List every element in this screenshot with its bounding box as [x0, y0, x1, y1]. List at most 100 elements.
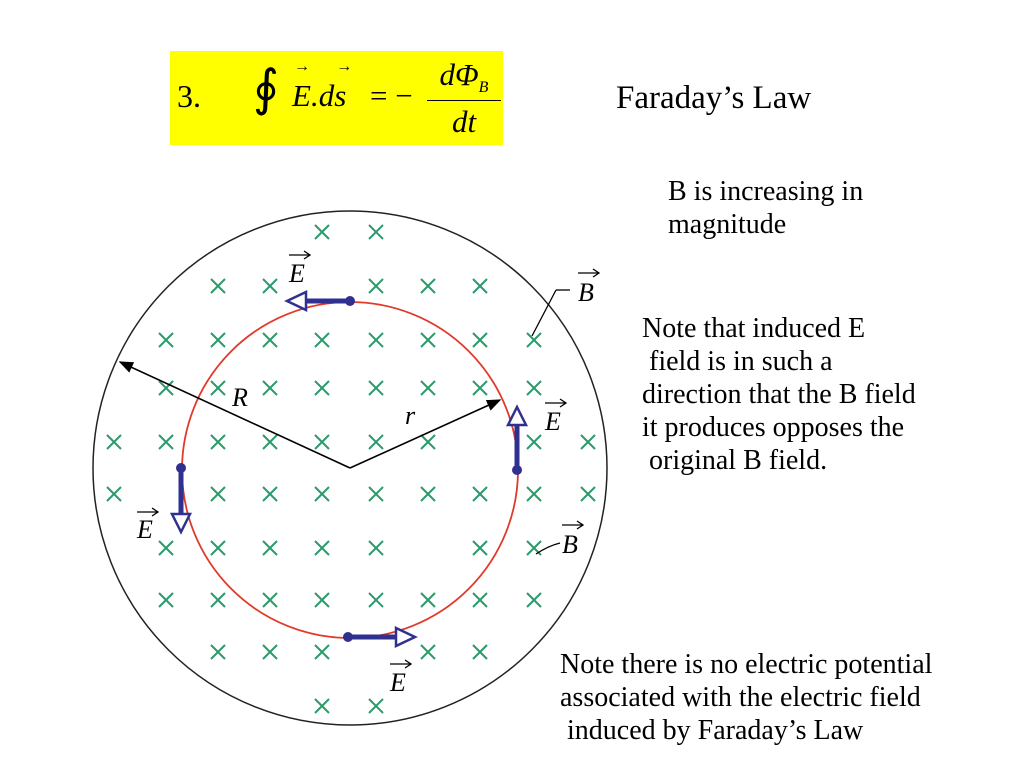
integration-loop — [181, 301, 519, 639]
field-x-mark — [420, 434, 436, 450]
outer-field-region — [92, 210, 608, 726]
note-induced-e: Note that induced E field is in such a d… — [642, 313, 916, 476]
field-x-mark — [368, 434, 384, 450]
field-x-mark — [420, 644, 436, 660]
fraction-denominator: dt — [451, 104, 477, 140]
field-x-mark — [158, 434, 174, 450]
field-x-mark — [314, 698, 330, 714]
field-x-mark — [158, 332, 174, 348]
svg-text:E: E — [136, 515, 153, 544]
svg-text:E: E — [288, 259, 305, 288]
field-x-mark — [262, 644, 278, 660]
field-x-mark — [368, 540, 384, 556]
field-x-mark — [158, 592, 174, 608]
field-x-mark — [314, 332, 330, 348]
equation-number: 3. — [177, 78, 201, 114]
contour-integral-symbol: ∮ — [253, 60, 280, 116]
radius-r-big-arrow — [118, 361, 351, 469]
label-b-upper: B — [531, 268, 601, 337]
field-x-mark — [472, 540, 488, 556]
field-x-mark — [472, 332, 488, 348]
field-x-mark — [368, 278, 384, 294]
field-x-mark — [526, 434, 542, 450]
field-x-mark — [368, 380, 384, 396]
field-x-mark — [314, 380, 330, 396]
field-x-mark — [262, 592, 278, 608]
field-x-mark — [210, 380, 226, 396]
dot-d: .d — [310, 78, 335, 113]
field-x-mark — [472, 644, 488, 660]
e-field-arrow-bottom — [343, 626, 418, 648]
note-b-increasing: B is increasing in magnitude — [668, 176, 864, 240]
label-r-small: r — [405, 401, 416, 430]
fraction-numerator: dΦB — [427, 57, 501, 102]
equation-box: 3. ∮ E.ds = − dΦB dt — [170, 51, 503, 145]
field-x-mark — [262, 540, 278, 556]
field-x-mark — [420, 278, 436, 294]
field-x-mark — [210, 644, 226, 660]
field-x-mark — [368, 224, 384, 240]
field-x-mark — [262, 278, 278, 294]
field-x-mark — [314, 592, 330, 608]
field-x-mark — [158, 540, 174, 556]
field-x-mark — [314, 224, 330, 240]
field-x-mark — [420, 332, 436, 348]
svg-text:E: E — [389, 668, 406, 697]
label-e-left: E — [136, 507, 160, 544]
field-x-mark — [526, 332, 542, 348]
field-x-mark — [314, 644, 330, 660]
radius-r-small-arrow — [349, 399, 502, 469]
field-x-mark — [526, 486, 542, 502]
label-b-lower: B — [535, 520, 585, 559]
field-x-mark — [580, 434, 596, 450]
note-no-potential: Note there is no electric potential asso… — [560, 649, 933, 746]
numerator-text: dΦ — [439, 57, 479, 92]
field-x-mark — [210, 486, 226, 502]
field-x-mark — [472, 380, 488, 396]
field-x-mark — [262, 332, 278, 348]
numerator-subscript: B — [478, 79, 489, 97]
field-x-mark — [472, 592, 488, 608]
field-x-mark — [158, 380, 174, 396]
field-x-mark — [314, 540, 330, 556]
label-r-big: R — [231, 383, 248, 412]
vector-s: s — [334, 58, 352, 114]
label-e-top: E — [288, 250, 312, 288]
svg-text:E: E — [544, 407, 561, 436]
field-x-mark — [368, 698, 384, 714]
field-x-mark — [368, 332, 384, 348]
field-x-mark — [106, 486, 122, 502]
field-x-mark — [526, 380, 542, 396]
svg-text:B: B — [578, 278, 594, 307]
field-x-mark — [472, 278, 488, 294]
e-field-arrow-right — [505, 404, 529, 475]
slide-title: Faraday’s Law — [616, 80, 812, 116]
field-x-mark — [106, 434, 122, 450]
label-e-bottom: E — [389, 659, 413, 697]
field-x-mark — [580, 486, 596, 502]
field-x-mark — [526, 592, 542, 608]
e-field-arrow-top — [284, 290, 355, 312]
field-x-mark — [210, 540, 226, 556]
field-x-mark — [210, 592, 226, 608]
svg-text:B: B — [562, 530, 578, 559]
label-e-right: E — [544, 398, 568, 436]
field-x-mark — [210, 434, 226, 450]
field-x-mark — [420, 592, 436, 608]
field-x-mark — [472, 486, 488, 502]
equals-minus: = − — [370, 78, 413, 113]
field-x-mark — [210, 332, 226, 348]
field-x-mark — [262, 380, 278, 396]
field-x-mark — [262, 434, 278, 450]
vector-e: E — [292, 58, 311, 114]
field-x-mark — [314, 434, 330, 450]
field-x-mark — [368, 592, 384, 608]
field-x-mark — [368, 486, 384, 502]
equation-lhs: E.ds — [292, 58, 352, 114]
field-x-mark — [210, 278, 226, 294]
field-x-mark — [262, 486, 278, 502]
field-x-mark — [420, 486, 436, 502]
e-field-arrow-left — [169, 463, 193, 535]
field-x-mark — [420, 380, 436, 396]
